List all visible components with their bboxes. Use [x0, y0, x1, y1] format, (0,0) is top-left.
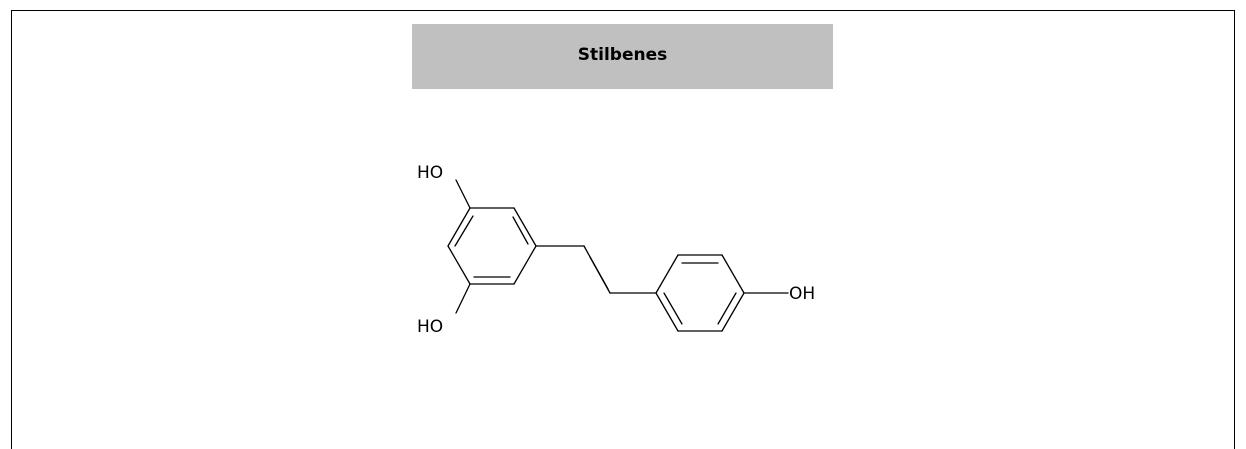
vinyl-double-bond	[589, 256, 609, 290]
ring-a-bond-3	[513, 245, 537, 285]
vinyl-bridge	[535, 245, 657, 294]
frame-right-border	[1234, 10, 1235, 449]
hydroxyl-label-top: HO	[417, 163, 443, 183]
frame-top-border	[11, 10, 1235, 11]
ring-b-bond-6	[655, 292, 679, 332]
ring-a-bond-2	[513, 207, 537, 247]
section-title: Stilbenes	[577, 44, 668, 65]
section-header: Stilbenes	[412, 24, 833, 89]
hydroxyl-label-bottom: HO	[417, 317, 443, 337]
ring-b-bond-4	[721, 292, 745, 332]
bond-to-oh-top	[455, 179, 471, 209]
resorcinol-ring	[447, 207, 537, 285]
frame-left-border	[11, 10, 12, 449]
ring-b-bond-1	[655, 254, 679, 294]
ring-a-bond-6	[447, 207, 471, 247]
ring-b-inner-bond-2	[717, 292, 737, 325]
bond-to-oh-bottom	[455, 283, 471, 314]
ring-a-inner-bond-1	[512, 216, 529, 245]
ring-b-inner-bond-3	[663, 292, 683, 325]
hydroxyl-bonds-left	[455, 179, 471, 314]
ring-b-bond-3	[721, 254, 745, 294]
phenol-ring	[655, 254, 745, 332]
ring-a-bond-5	[447, 245, 471, 285]
ring-a-inner-bond-3	[454, 215, 474, 247]
hydroxyl-label-right: OH	[789, 284, 815, 304]
